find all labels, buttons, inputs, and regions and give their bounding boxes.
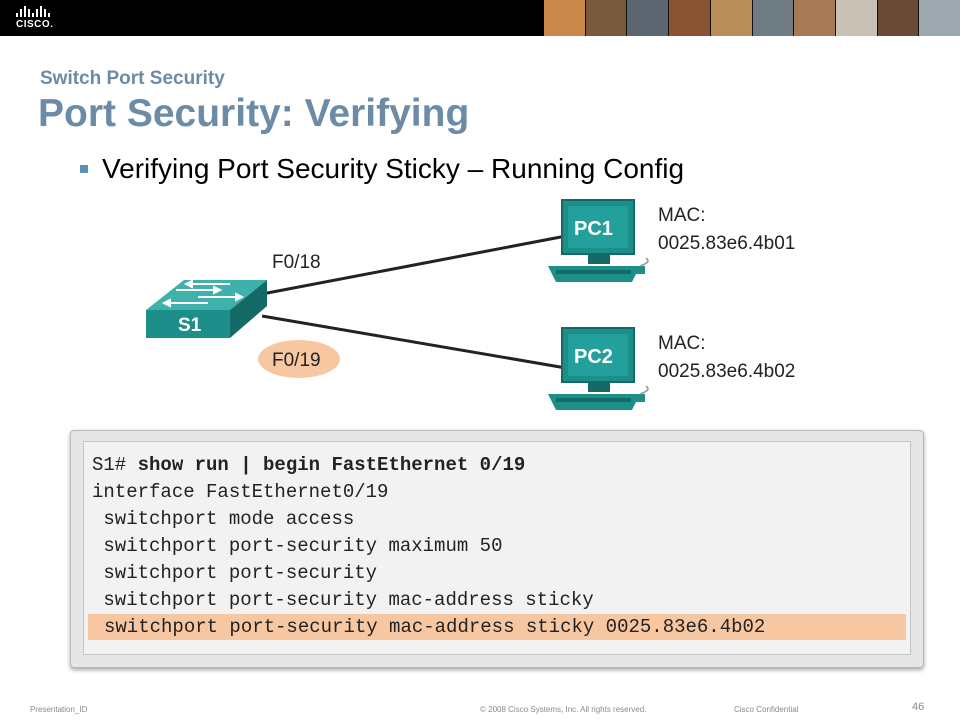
- pc1-mac-value: 0025.83e6.4b01: [658, 233, 795, 254]
- port-label-f018: F0/18: [272, 252, 321, 273]
- photo-tile: [919, 0, 960, 36]
- port-highlight: [258, 340, 340, 378]
- pc1-label: PC1: [574, 218, 613, 240]
- cli-highlighted-line: switchport port-security mac-address sti…: [88, 614, 906, 640]
- footer-presentation-id: Presentation_ID: [30, 705, 88, 714]
- footer-confidential: Cisco Confidential: [734, 705, 799, 714]
- cisco-logo-text: CISCO.: [16, 19, 54, 30]
- bullet-text: Verifying Port Security Sticky – Running…: [102, 153, 685, 184]
- photo-tile: [627, 0, 670, 36]
- network-diagram: S1 F0/18 F0/19 PC1 MAC: 0025.83e6.4b01 P…: [146, 199, 795, 410]
- cli-output-panel: S1# show run | begin FastEthernet 0/19 i…: [70, 430, 924, 668]
- page-title: Port Security: Verifying: [38, 92, 470, 135]
- photo-tile: [877, 0, 920, 36]
- photo-tile: [794, 0, 836, 36]
- photo-tile: [544, 0, 586, 36]
- cli-line: switchport mode access: [92, 508, 355, 530]
- pc2-mac-label: MAC:: [658, 333, 706, 354]
- page-number: 46: [912, 701, 925, 713]
- photo-tile: [710, 0, 753, 36]
- cli-line: switchport port-security: [92, 562, 378, 584]
- cli-command: show run | begin FastEthernet 0/19: [137, 454, 526, 476]
- header-photo-strip: [544, 0, 960, 36]
- cli-prompt: S1#: [92, 454, 138, 476]
- pc2-mac-value: 0025.83e6.4b02: [658, 361, 795, 382]
- cli-command-line: S1# show run | begin FastEthernet 0/19: [92, 452, 525, 478]
- cli-line: switchport port-security mac-address sti…: [92, 589, 594, 611]
- pc2-label: PC2: [574, 346, 613, 368]
- port-label-f019: F0/19: [272, 350, 321, 371]
- footer-copyright: © 2008 Cisco Systems, Inc. All rights re…: [480, 705, 647, 714]
- switch-s1-icon: [146, 279, 267, 338]
- bullet-square-icon: [80, 165, 88, 173]
- section-subtitle: Switch Port Security: [40, 68, 225, 89]
- bullet-item: Verifying Port Security Sticky – Running…: [80, 153, 684, 185]
- cli-output-text: S1# show run | begin FastEthernet 0/19 i…: [83, 441, 911, 655]
- cli-line: switchport port-security maximum 50: [92, 535, 503, 557]
- link-s1-pc2: [261, 314, 567, 370]
- top-banner: CISCO.: [0, 0, 960, 36]
- link-s1-pc1: [261, 234, 567, 296]
- photo-tile: [669, 0, 711, 36]
- photo-tile: [585, 0, 628, 36]
- cisco-logo-icon: [16, 6, 50, 17]
- photo-tile: [752, 0, 795, 36]
- switch-label: S1: [178, 315, 202, 336]
- photo-tile: [835, 0, 878, 36]
- pc1-mac-label: MAC:: [658, 205, 706, 226]
- pc1-icon: [548, 199, 649, 282]
- cli-line: interface FastEthernet0/19: [92, 481, 389, 503]
- pc2-icon: [548, 327, 649, 410]
